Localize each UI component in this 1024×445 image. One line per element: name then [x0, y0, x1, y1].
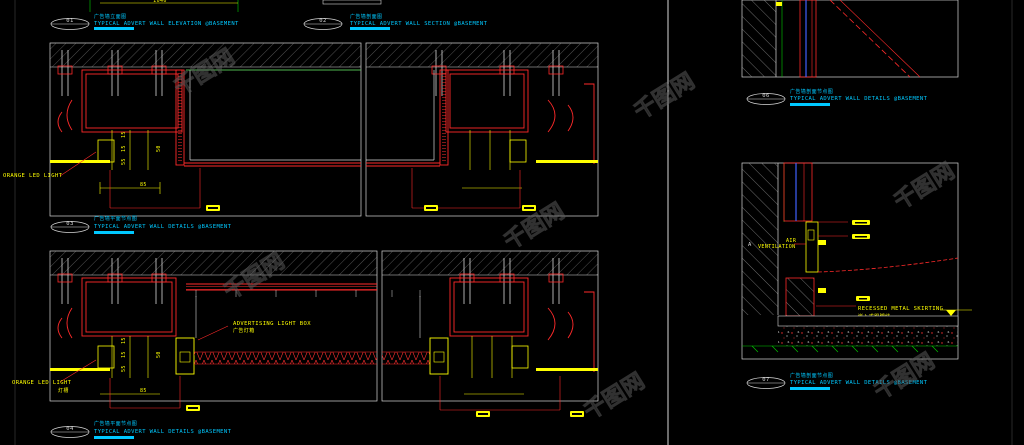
title-07-text: TYPICAL ADVERT WALL DETAILS @BASEMENT [790, 380, 928, 386]
watermark-3: 千图网 [630, 69, 699, 125]
level-marker-icon [946, 310, 956, 316]
panel-07-detail: A AIR VENTILATION RECESSED METAL SKIRTIN… [741, 162, 972, 360]
p03-dim-2: 55 [121, 158, 127, 165]
top-centre-box [322, 0, 382, 5]
panel-03-detail: 15 15 55 50 85 ORANGE LED LIGHT [3, 42, 599, 217]
title-06-bar [790, 103, 830, 106]
title-06-cn: 广告墙剖面节点图 [790, 88, 833, 95]
title-block-01: 01 广告墙立面图 TYPICAL ADVERT WALL ELEVATION … [50, 13, 239, 30]
top-strip: 1040 [89, 0, 382, 12]
sheet-frame [14, 0, 1013, 445]
panel-06-detail [741, 0, 959, 78]
p03-dim-0: 15 [121, 131, 127, 138]
title-07-bar [790, 387, 830, 390]
title-02-badge: 02 [319, 18, 326, 24]
title-01-bar [94, 27, 134, 30]
title-03-text: TYPICAL ADVERT WALL DETAILS @BASEMENT [94, 224, 232, 230]
p04-dim-1: 15 [121, 351, 127, 358]
title-06-text: TYPICAL ADVERT WALL DETAILS @BASEMENT [790, 96, 928, 102]
title-01-text: TYPICAL ADVERT WALL ELEVATION @BASEMENT [94, 21, 239, 27]
p04-dim-2: 55 [121, 365, 127, 372]
title-block-02: 02 广告墙剖面图 TYPICAL ADVERT WALL SECTION @B… [303, 13, 488, 30]
p04-led-cn: 灯槽 [58, 387, 69, 394]
title-02-text: TYPICAL ADVERT WALL SECTION @BASEMENT [350, 21, 488, 27]
p03-dim-3: 50 [156, 145, 162, 152]
title-07-badge: 07 [762, 377, 769, 383]
title-03-cn: 广告墙平面节点图 [94, 215, 137, 222]
watermark-6: 千图网 [890, 159, 959, 215]
p07-vent-label: VENTILATION [758, 244, 796, 250]
title-07-cn: 广告墙剖面节点图 [790, 372, 833, 379]
title-06-badge: 06 [762, 93, 769, 99]
title-block-04: 04 广告墙平面节点图 TYPICAL ADVERT WALL DETAILS … [50, 420, 232, 439]
p04-box-label: ADVERTISING LIGHT BOX [233, 321, 311, 327]
p04-dim-3: 50 [156, 351, 162, 358]
title-02-bar [350, 27, 390, 30]
p03-dim-1: 15 [121, 145, 127, 152]
title-01-cn: 广告墙立面图 [94, 13, 126, 20]
p07-marker-a: A [748, 242, 752, 248]
title-block-06: 06 广告墙剖面节点图 TYPICAL ADVERT WALL DETAILS … [746, 88, 928, 106]
title-02-cn: 广告墙剖面图 [350, 13, 382, 20]
title-01-badge: 01 [66, 18, 73, 24]
p04-dim-0: 15 [121, 337, 127, 344]
p07-air-label: AIR [786, 238, 797, 244]
p07-skirting-label: RECESSED METAL SKIRTING [858, 306, 943, 312]
title-03-bar [94, 231, 134, 234]
title-04-bar [94, 436, 134, 439]
p04-box-cn: 广告灯箱 [233, 327, 255, 334]
p04-led-label: ORANGE LED LIGHT [12, 380, 72, 386]
title-block-03: 03 广告墙平面节点图 TYPICAL ADVERT WALL DETAILS … [50, 215, 232, 234]
watermark-7: 千图网 [870, 349, 939, 405]
p03-led-label: ORANGE LED LIGHT [3, 173, 63, 179]
p03-dim-4: 85 [140, 182, 147, 188]
title-block-07: 07 广告墙剖面节点图 TYPICAL ADVERT WALL DETAILS … [746, 372, 928, 390]
title-04-badge: 04 [66, 426, 74, 432]
title-04-cn: 广告墙平面节点图 [94, 420, 137, 427]
watermark-5: 千图网 [580, 369, 649, 425]
title-03-badge: 03 [66, 221, 73, 227]
title-04-text: TYPICAL ADVERT WALL DETAILS @BASEMENT [94, 429, 232, 435]
top-dimension: 1040 [153, 0, 167, 4]
panel-04-detail: ADVERTISING LIGHT BOX 广告灯箱 15 15 55 50 8… [12, 250, 599, 417]
p04-dim-4: 85 [140, 388, 147, 394]
